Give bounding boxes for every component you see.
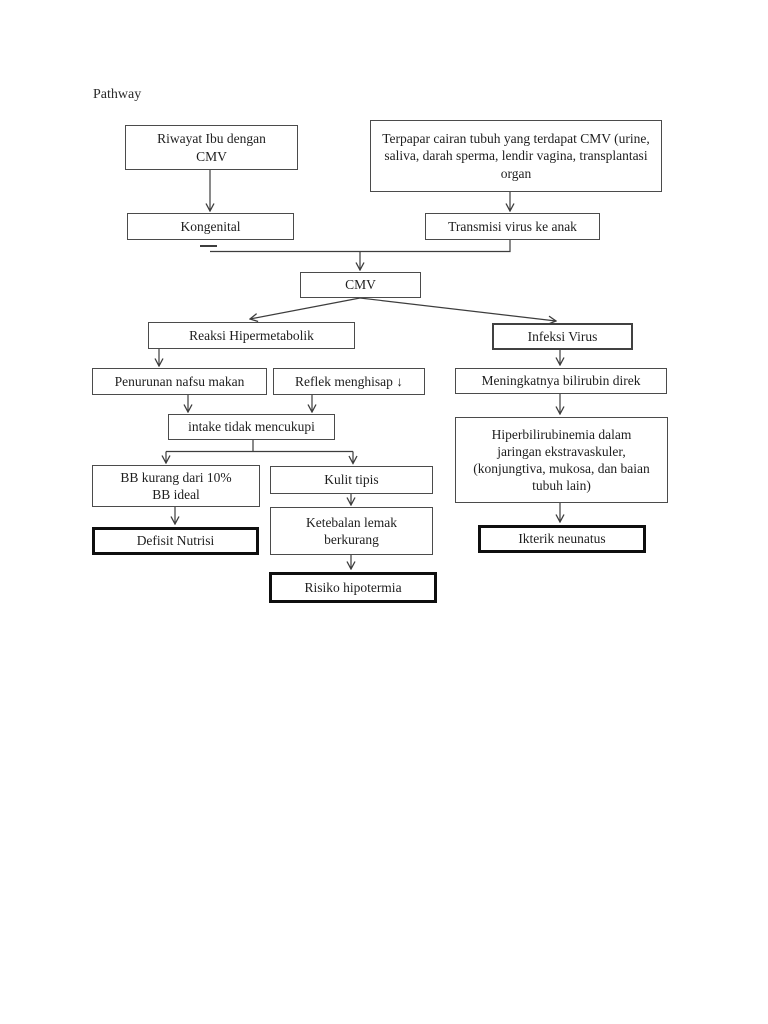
- node-kulit-tipis: Kulit tipis: [270, 466, 433, 494]
- node-reflek-menghisap: Reflek menghisap ↓: [273, 368, 425, 395]
- node-intake-tidak-mencukupi: intake tidak mencukupi: [168, 414, 335, 440]
- node-hiperbilirubinemia: Hiperbilirubinemia dalam jaringan ekstra…: [455, 417, 668, 503]
- arrow-cmv-infeksi: [359, 297, 556, 321]
- node-reaksi-hipermetabolik: Reaksi Hipermetabolik: [148, 322, 355, 349]
- node-cmv: CMV: [300, 272, 421, 298]
- node-defisit-nutrisi: Defisit Nutrisi: [92, 527, 259, 555]
- merge-elbow: [210, 240, 511, 253]
- node-transmisi-virus: Transmisi virus ke anak: [425, 213, 600, 240]
- node-risiko-hipotermia: Risiko hipotermia: [269, 572, 437, 603]
- node-ketebalan-lemak: Ketebalan lemak berkurang: [270, 507, 433, 555]
- arrow-cmv-reaksi: [250, 297, 361, 319]
- node-ikterik-neunatus: Ikterik neunatus: [478, 525, 646, 553]
- node-meningkatnya-bilirubin: Meningkatnya bilirubin direk: [455, 368, 667, 394]
- node-bb-kurang: BB kurang dari 10% BB ideal: [92, 465, 260, 507]
- page-title: Pathway: [93, 87, 142, 102]
- node-infeksi-virus: Infeksi Virus: [492, 323, 633, 350]
- node-riwayat-ibu-cmv: Riwayat Ibu dengan CMV: [125, 125, 298, 170]
- node-kongenital: Kongenital: [127, 213, 294, 240]
- node-penurunan-nafsu-makan: Penurunan nafsu makan: [92, 368, 267, 395]
- node-terpapar-cairan: Terpapar cairan tubuh yang terdapat CMV …: [370, 120, 662, 192]
